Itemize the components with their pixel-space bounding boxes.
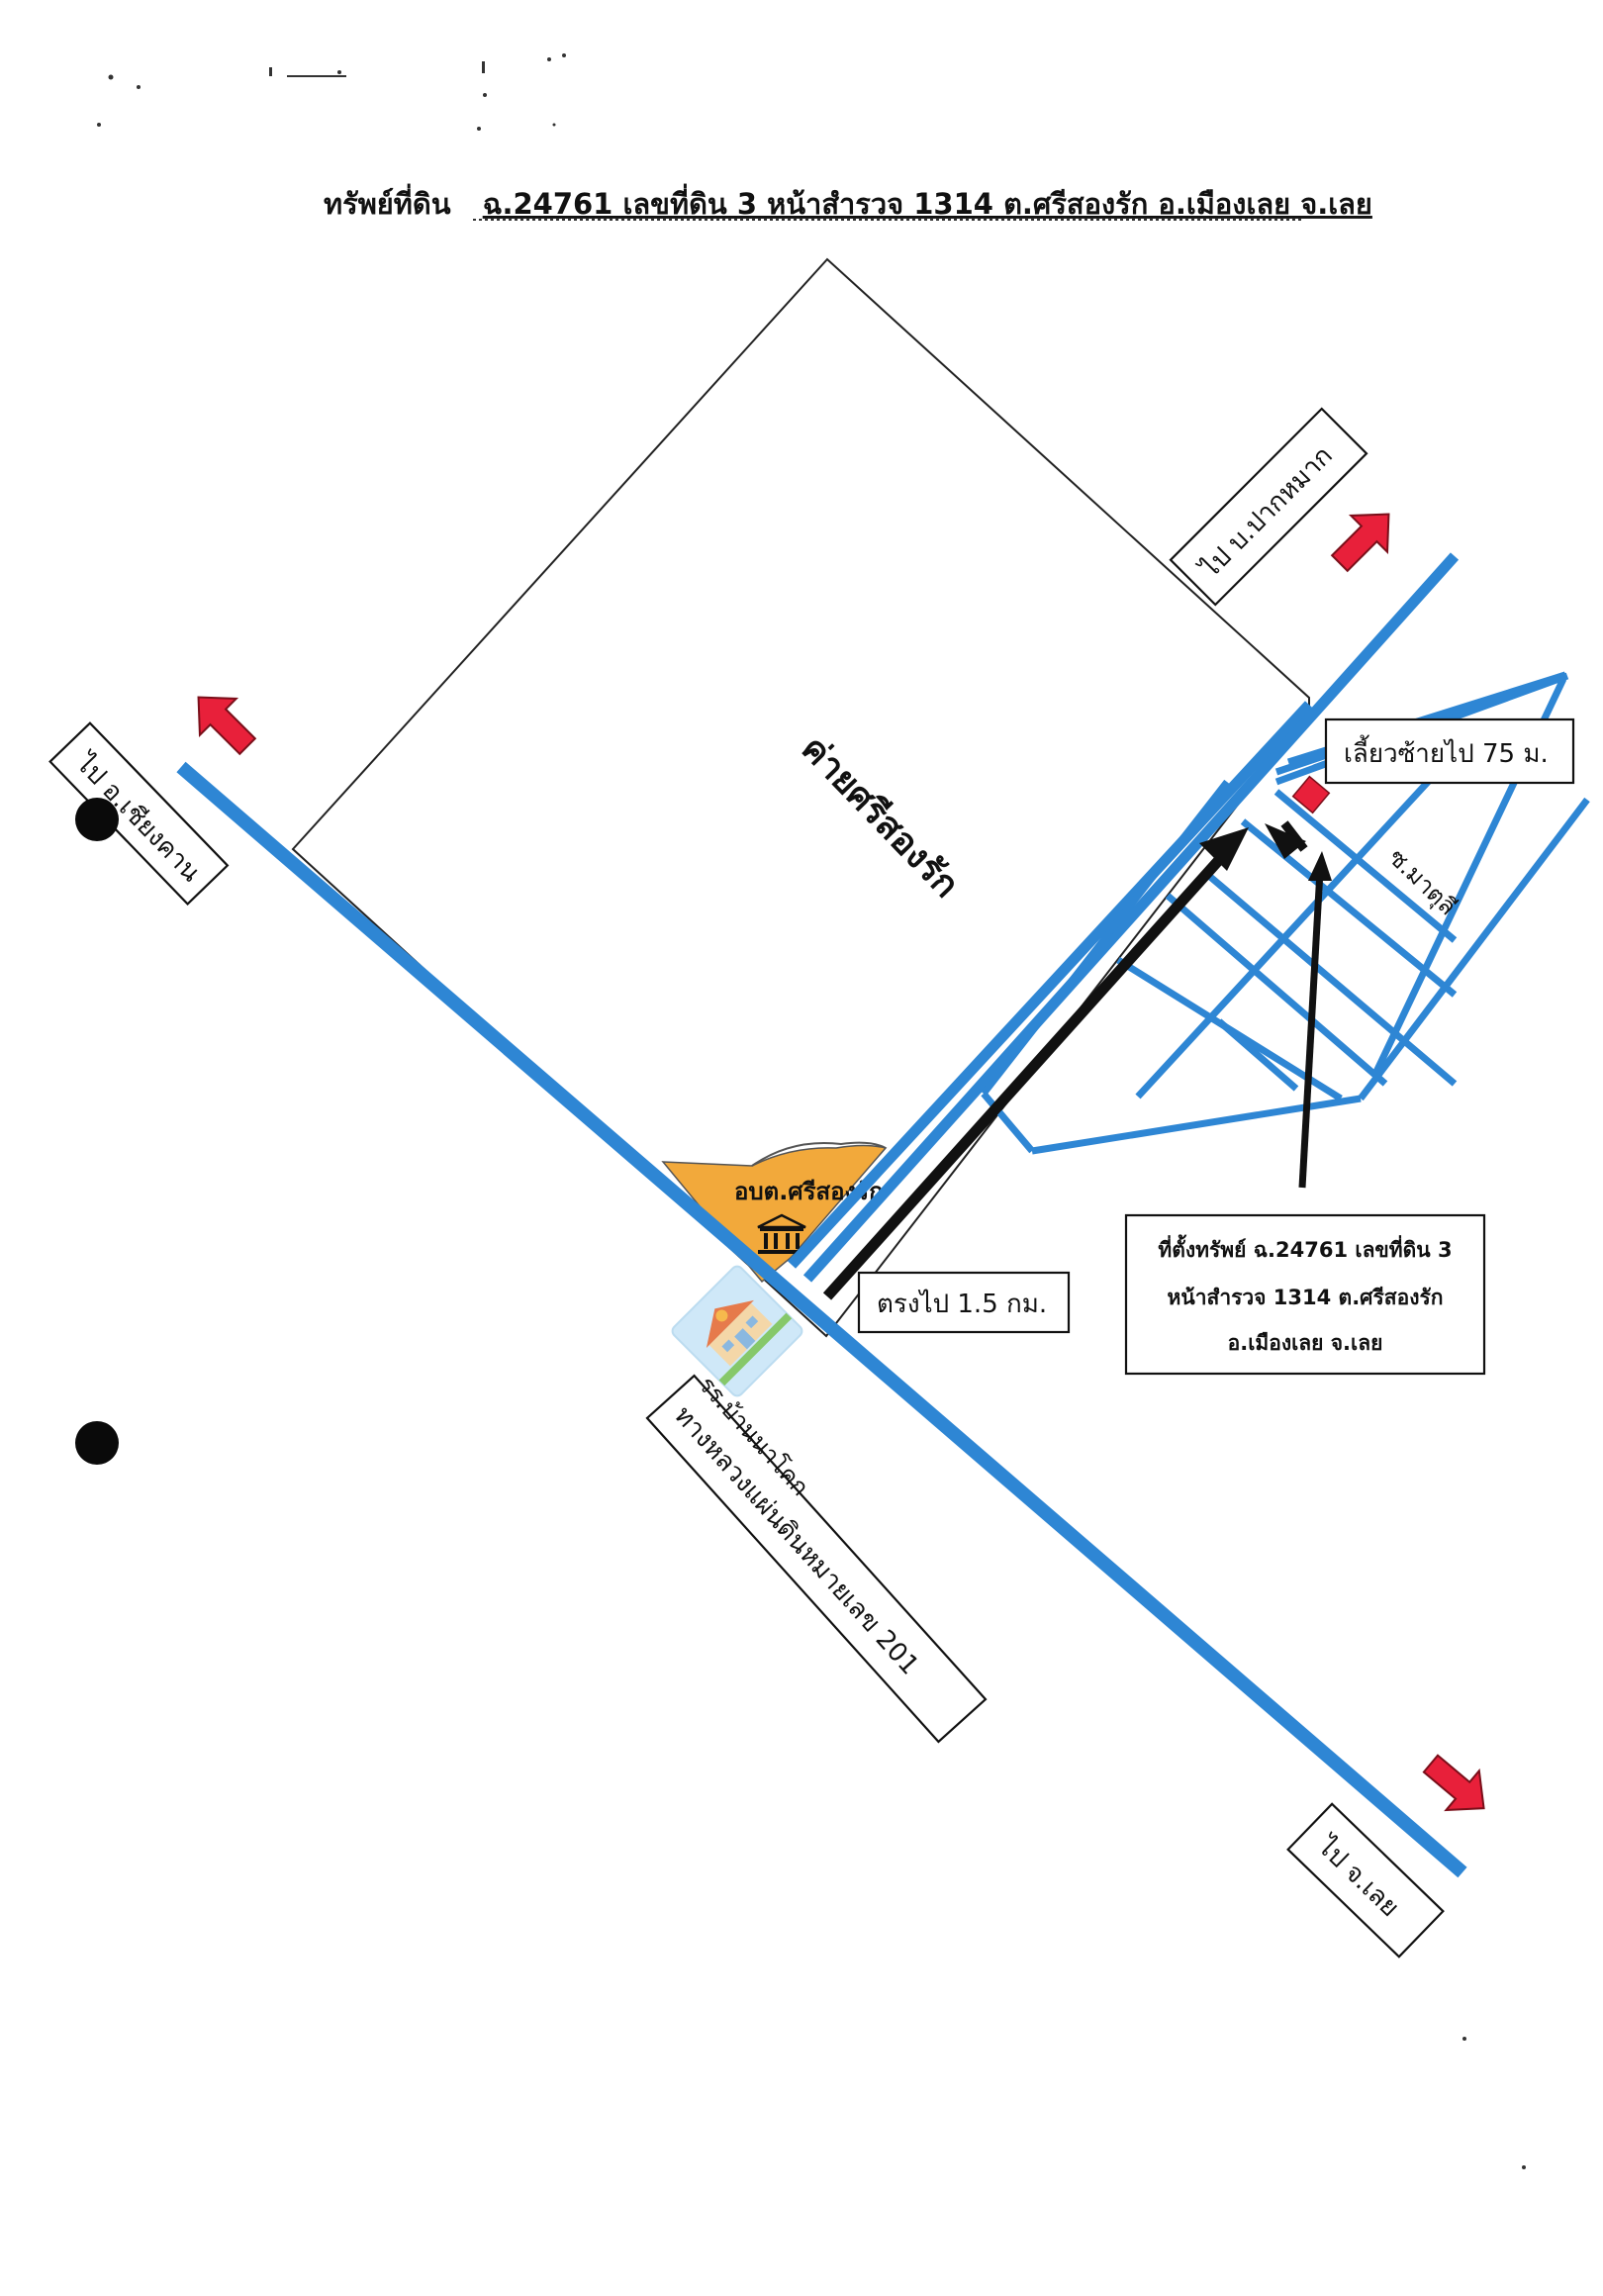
- scan-speckles: [97, 53, 1526, 2169]
- turn-left-label: เลี้ยวซ้ายไป 75 ม.: [1344, 734, 1549, 769]
- school-icon: [671, 1265, 803, 1397]
- punch-hole-top: [75, 798, 119, 841]
- to-pakmak-box: ไป บ.ปากหมาก: [1169, 407, 1368, 607]
- property-marker: [1291, 775, 1331, 814]
- route-arrows: [822, 820, 1332, 1300]
- location-line2: หน้าสำรวจ 1314 ต.ศรีสองรัก: [1168, 1286, 1444, 1309]
- title-detail: ฉ.24761 เลขที่ดิน 3 หน้าสำรวจ 1314 ต.ศรี…: [483, 183, 1372, 221]
- straight-label: ตรงไป 1.5 กม.: [877, 1289, 1047, 1319]
- map-title: ทรัพย์ที่ดิน ฉ.24761 เลขที่ดิน 3 หน้าสำร…: [324, 183, 1372, 221]
- road-to-pakmak-outer: [802, 552, 1460, 1283]
- punch-hole-bottom: [75, 1421, 119, 1465]
- highway-label: ทางหลวงแผ่นดินหมายเลข 201: [668, 1400, 924, 1680]
- to-pakmak-label: ไป บ.ปากหมาก: [1193, 440, 1338, 585]
- turn-left-box: [1324, 718, 1575, 785]
- title-prefix: ทรัพย์ที่ดิน: [324, 183, 451, 221]
- location-line3: อ.เมืองเลย จ.เลย: [1228, 1331, 1383, 1355]
- highway-201-road: [176, 761, 1467, 1878]
- location-line1: ที่ตั้งทรัพย์ ฉ.24761 เลขที่ดิน 3: [1158, 1234, 1452, 1262]
- arrow-to-loei-icon: [1413, 1743, 1502, 1830]
- road-to-pakmak-inner: [787, 701, 1314, 1269]
- highway-label-box: ทางหลวงแผ่นดินหมายเลข 201: [645, 1374, 988, 1744]
- government-building-icon: [757, 1213, 806, 1254]
- straight-box: [857, 1271, 1071, 1334]
- arrow-to-chiangkhan-icon: [179, 678, 267, 766]
- arrow-to-pakmak-icon: [1320, 495, 1408, 583]
- location-box: [1124, 1213, 1486, 1376]
